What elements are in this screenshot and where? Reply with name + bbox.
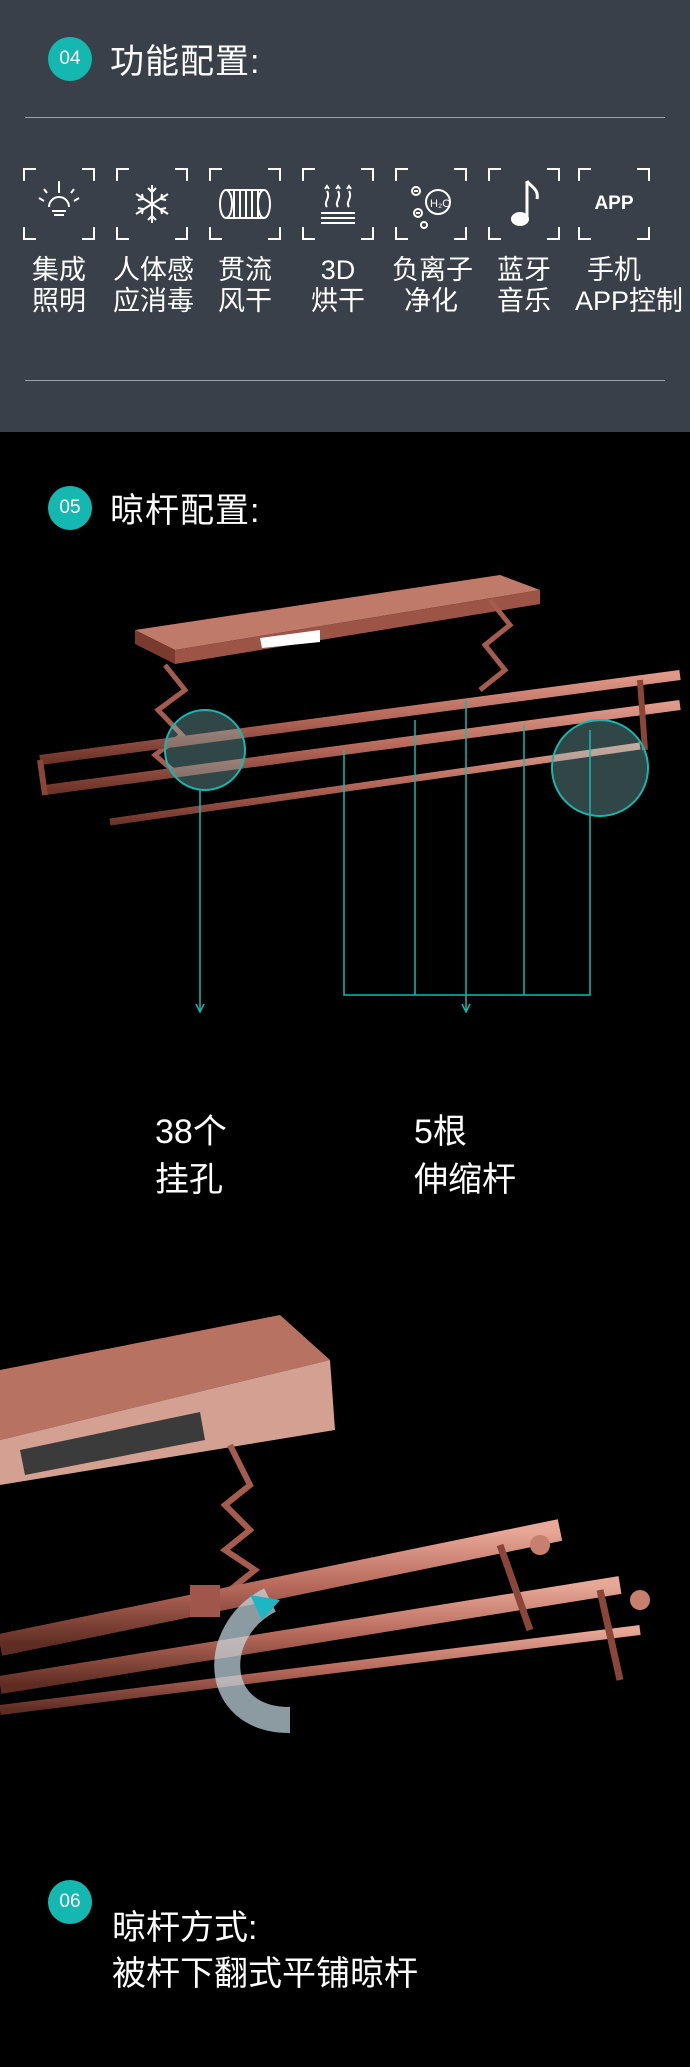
- feature-lighting: 集成 照明: [20, 167, 98, 317]
- rod-mode-header: 06: [48, 1880, 92, 1924]
- feature-label: 烘干: [311, 286, 365, 316]
- app-icon: APP: [577, 167, 651, 241]
- drying-rack-top-view-image: [37, 575, 681, 1014]
- rod-config-header: 05 晾杆配置:: [48, 483, 260, 532]
- section-badge: 06: [48, 1880, 92, 1924]
- airflow-fan-icon: [208, 167, 282, 241]
- rods-callout: 5根 伸缩杆: [414, 1108, 516, 1204]
- rod-mode-title: 晾杆方式: 被杆下翻式平铺晾杆: [112, 1905, 418, 1997]
- light-bulb-icon: [22, 167, 96, 241]
- snowflake-icon: [115, 167, 189, 241]
- feature-label: 风干: [218, 286, 272, 316]
- drying-rack-closeup-image: [0, 1315, 650, 1733]
- section-title: 功能配置:: [110, 43, 261, 81]
- feature-label: 负离子: [392, 255, 473, 285]
- feature-air-dry: 贯流 风干: [206, 167, 284, 317]
- feature-app-control: APP 手机 APP控制: [575, 167, 684, 317]
- feature-label: 蓝牙: [497, 255, 551, 285]
- section-title: 晾杆方式:: [112, 1909, 258, 1947]
- heat-waves-icon: [301, 167, 375, 241]
- divider: [25, 380, 665, 381]
- rods-count: 5根: [414, 1113, 467, 1151]
- feature-label: APP控制: [575, 286, 684, 316]
- divider: [25, 117, 665, 118]
- feature-label: 贯流: [218, 255, 272, 285]
- svg-text:H₂O: H₂O: [430, 198, 451, 210]
- section-badge: 04: [48, 36, 92, 81]
- feature-label: 手机: [587, 255, 641, 285]
- feature-3d-drying: 3D 烘干: [299, 167, 377, 317]
- section-badge: 05: [48, 485, 92, 530]
- music-note-icon: [487, 167, 561, 241]
- holes-callout: 38个 挂孔: [155, 1108, 227, 1204]
- feature-label: 照明: [32, 286, 86, 316]
- feature-anion: H₂O 负离子 净化: [392, 167, 473, 317]
- feature-label: 集成: [32, 255, 86, 285]
- function-config-header: 04 功能配置:: [48, 34, 260, 83]
- feature-label: 人体感: [113, 255, 194, 285]
- feature-label: 应消毒: [113, 286, 194, 316]
- rods-label: 伸缩杆: [414, 1161, 516, 1199]
- function-config-section: 04 功能配置: 集成 照明 人体感 应消毒: [0, 0, 690, 432]
- holes-count: 38个: [155, 1113, 227, 1151]
- section-title: 晾杆配置:: [110, 492, 261, 530]
- feature-bluetooth-music: 蓝牙 音乐: [485, 167, 563, 317]
- section-subtitle: 被杆下翻式平铺晾杆: [112, 1955, 418, 1993]
- feature-disinfection: 人体感 应消毒: [113, 167, 194, 317]
- holes-label: 挂孔: [155, 1161, 223, 1199]
- feature-label: 音乐: [497, 286, 551, 316]
- app-icon-text: APP: [594, 193, 634, 214]
- feature-label: 净化: [404, 286, 458, 316]
- feature-label: 3D: [320, 255, 356, 285]
- h2o-ion-icon: H₂O: [394, 167, 468, 241]
